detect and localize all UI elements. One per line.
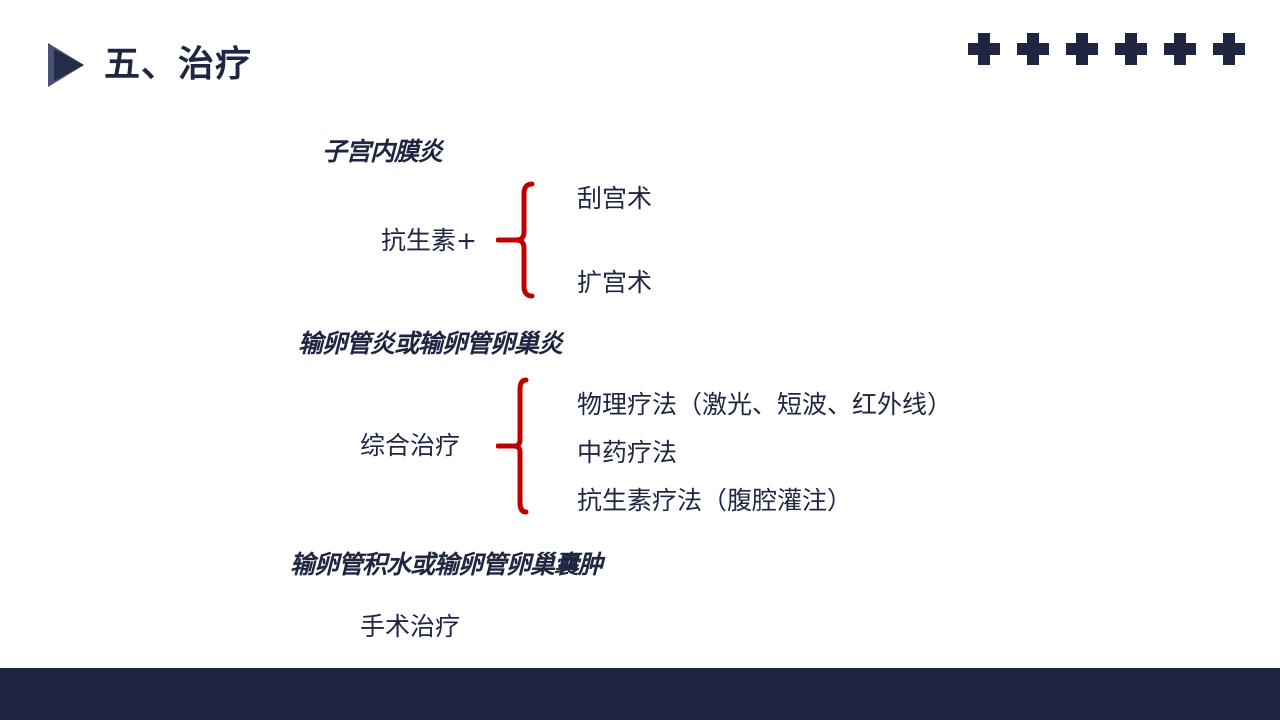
page-title: 五、治疗 [104,44,253,85]
treatment-lead: 抗生素+ [381,226,477,255]
treatment-item: 物理疗法（激光、短波、红外线） [577,390,953,419]
section-heading-salpingitis: 输卵管炎或输卵管卵巢炎 [298,329,563,358]
section-heading-endometritis: 子宫内膜炎 [322,137,443,166]
treatment-item: 扩宫术 [577,268,653,297]
plus-icon [1164,33,1196,65]
curly-brace-icon [496,377,529,515]
curly-brace-icon [496,181,535,299]
plus-icon [1066,33,1098,65]
plus-icon [1115,33,1147,65]
treatment-lead: 综合治疗 [360,431,461,460]
plus-icon [1017,33,1049,65]
treatment-item: 刮宫术 [577,184,653,213]
play-triangle-icon [48,43,86,87]
treatment-lead: 手术治疗 [360,612,461,641]
treatment-item: 中药疗法 [577,438,678,467]
decorative-plus-row [968,33,1245,65]
plus-icon [968,33,1000,65]
treatment-item: 抗生素疗法（腹腔灌注） [577,486,853,515]
plus-icon [1213,33,1245,65]
footer-bar [0,668,1280,720]
section-heading-hydrosalpinx: 输卵管积水或输卵管卵巢囊肿 [290,550,603,579]
